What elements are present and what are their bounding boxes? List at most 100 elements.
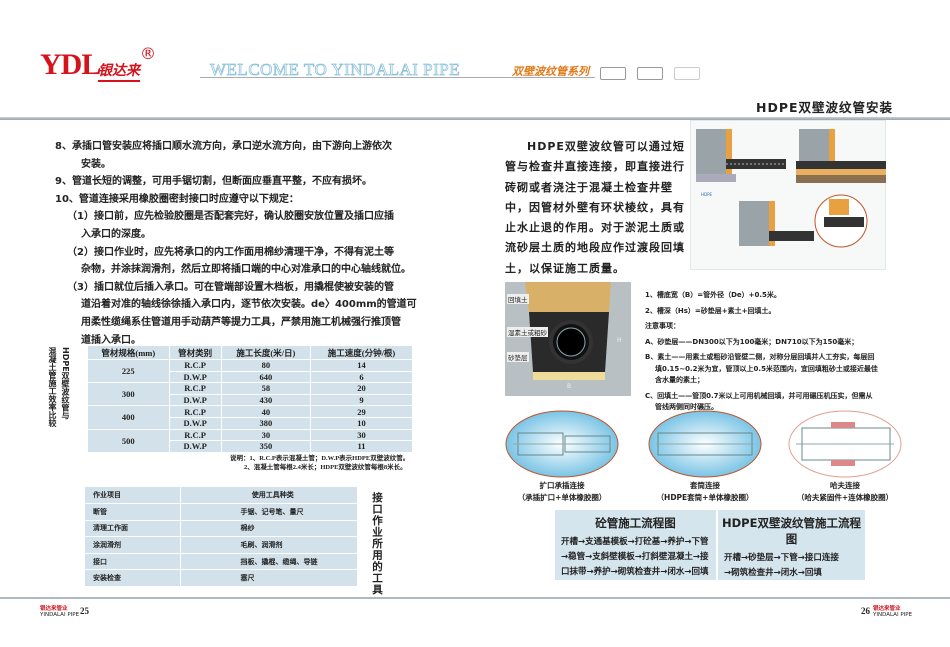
column-header: 使用工具种类 <box>180 487 357 505</box>
table-cell: D.W.P <box>168 370 222 384</box>
joint-name: 套筒连接 <box>690 481 720 490</box>
table-cell: 20 <box>310 382 413 395</box>
efficiency-title-a: HDPE双壁波纹管与 <box>61 347 70 420</box>
logo-chinese: 银达来 <box>98 60 140 82</box>
table-note: 说明：1、R.C.P表示混凝土管；D.W.P表示HDPE双壁波纹管。 <box>230 455 410 462</box>
sleeve-joint-icon <box>648 410 762 478</box>
column-header: 施工速度(分钟/根) <box>310 345 413 360</box>
svg-text:HDPE: HDPE <box>701 192 713 197</box>
page-title: HDPE双壁波纹管安装 <box>756 100 894 115</box>
table-cell: 断管 <box>85 503 181 521</box>
joint-name: 哈夫连接 <box>830 481 860 490</box>
registered-mark: ® <box>140 44 156 63</box>
footer-left: 银达来管业 YINDALAI PIPE 25 <box>40 606 89 618</box>
table-cell: R.C.P <box>168 359 222 372</box>
footer-brand: 银达来管业 <box>40 606 68 612</box>
joint-detail: （HDPE套筒+单体橡胶圈） <box>656 493 754 502</box>
note-line: B、素土——用素土或粗砂沿管壁二侧，对称分层回填并人工夯实，每层回 <box>645 353 875 361</box>
table-cell: 380 <box>220 416 312 430</box>
table-row: 安装检查塞尺 <box>85 569 357 588</box>
trench-label: 砂垫层 <box>507 352 529 362</box>
table-row: 涂润滑剂毛刷、润滑剂 <box>85 536 357 554</box>
step-line: 入承口的深度。 <box>81 228 151 240</box>
logo-ydl: YDL <box>40 48 101 81</box>
table-cell: 350 <box>220 440 312 453</box>
flowchart-line: 口抹带→养护→砌筑检查井→闭水→回填 <box>561 567 709 577</box>
table-header-row: 管材规格(mm) 管材类别 施工长度(米/日) 施工速度(分钟/根) <box>87 345 413 360</box>
step-line: 8、承插口管安装应将插口顺水流方向，承口逆水流方向，由下游向上游依次 <box>55 141 392 152</box>
step-line: 9、管道长短的调整，可用手锯切割，但断面应垂直平整，不应有损坏。 <box>55 176 372 188</box>
flowchart-title: HDPE双壁波纹管施工流程图 <box>722 516 861 546</box>
joint-detail: （承插扩口+单体橡胶圈） <box>517 493 607 502</box>
table-cell: 塞尺 <box>180 569 357 588</box>
header-divider <box>200 77 595 78</box>
table-cell: 接口 <box>85 553 181 571</box>
step-line: 用柔性缆绳系住管道用手动葫芦等提力工具，严禁用施工机械强行推顶管 <box>81 316 401 328</box>
trench-label: H <box>617 337 622 344</box>
header-box <box>674 67 700 80</box>
flowchart-line: 开槽→砂垫层→下管→接口连接 <box>724 553 839 563</box>
flowchart-line: →稳管→支斜壁模板→打斜壁混凝土→接 <box>561 552 709 562</box>
table-cell: 挡板、撬棍、缆绳、导链 <box>180 553 357 571</box>
table-cell: 40 <box>220 405 312 418</box>
concrete-flowchart: 砼管施工流程图 开槽→支通基模板→打砼基→养护→下管 →稳管→支斜壁模板→打斜壁… <box>555 510 716 580</box>
intro-paragraph: HDPE双壁波纹管可以通过短管与检查井直接连接，即直接进行砖砌或者浇注于混凝土检… <box>505 140 685 275</box>
table-cell: 手锯、记号笔、量尺 <box>180 503 357 521</box>
table-cell: 14 <box>310 359 413 372</box>
note-line: 填0.15~0.2米为宜，管顶以上0.5米范围内，宜回填粗砂土或接近最佳 <box>655 364 878 373</box>
note-line: 2、槽深（Hs）=砂垫层+素土+回填土。 <box>645 306 776 315</box>
footer-brand-en: YINDALAI PIPE <box>40 612 80 618</box>
step-line: 道插入承口。 <box>81 334 141 346</box>
table-cell: 640 <box>220 370 312 384</box>
table-note: 2、混凝土管每根2.4米长；HDPE双壁波纹管每根8米长。 <box>244 464 407 471</box>
table-row: 断管手锯、记号笔、量尺 <box>85 503 357 521</box>
table-cell: R.C.P <box>168 405 222 418</box>
step-line: 道沿着对准的轴线徐徐插入承口内，逐节依次安装。de〉400mm的管道可 <box>81 299 417 311</box>
step-line: （1）接口前，应先检验胶圈是否配套完好，确认胶圈安放位置及插口应插 <box>67 211 394 223</box>
table-cell: D.W.P <box>168 440 222 453</box>
step-line: （3）插口就位后插入承口。可在管端部设置木档板，用撬棍使被安装的管 <box>67 281 394 293</box>
hdpe-flowchart: HDPE双壁波纹管施工流程图 开槽→砂垫层→下管→接口连接 →砌筑检查井→闭水→… <box>718 510 865 580</box>
manhole-diagram-icon: HDPE <box>696 129 886 248</box>
step-line: 10、管道连接采用橡胶圈密封接口时应遵守以下规定： <box>55 193 299 205</box>
size-cell: 400 <box>87 405 170 430</box>
table-row: 清理工作面棉纱 <box>85 520 357 538</box>
tools-table: 作业项目使用工具种类 断管手锯、记号笔、量尺清理工作面棉纱涂润滑剂毛刷、润滑剂接… <box>85 487 357 588</box>
footer-brand: 银达来管业 <box>873 606 901 612</box>
table-cell: 棉纱 <box>180 520 357 538</box>
table-cell: 清理工作面 <box>85 520 181 538</box>
size-cell: 500 <box>87 428 170 453</box>
note-line: 1、槽底宽（B）=管外径（De）+0.5米。 <box>645 291 781 299</box>
trench-label: B <box>567 383 572 390</box>
flowchart-title: 砼管施工流程图 <box>595 516 676 530</box>
joint-sleeve: 套筒连接 （HDPE套筒+单体橡胶圈） <box>646 408 764 504</box>
table-cell: 涂润滑剂 <box>85 536 181 554</box>
joint-haff: 哈夫连接 （哈夫紧固件+连体橡胶圈） <box>786 408 904 504</box>
tools-label: 接口作业所用的工具 <box>371 492 383 596</box>
joint-socket: 扩口承插连接 （承插扩口+单体橡胶圈） <box>503 408 621 504</box>
flowchart-line: 开槽→支通基模板→打砼基→养护→下管 <box>561 537 709 547</box>
step-line: 安装。 <box>81 158 111 170</box>
column-header: 管材类别 <box>168 345 222 360</box>
table-cell: 29 <box>310 405 413 418</box>
haff-joint-icon <box>788 410 902 478</box>
footer-brand-en: YINDALAI PIPE <box>873 612 913 618</box>
page-number: 26 <box>861 606 870 616</box>
trench-label: 湿素土或粗砂 <box>507 327 548 337</box>
table-cell: 30 <box>310 428 413 442</box>
note-line: C、回填土——管顶0.7米以上可用机械回填，并可用碾压机压实，但需从 <box>645 391 873 400</box>
table-cell: R.C.P <box>168 428 222 442</box>
trench-diagram-icon <box>505 282 631 396</box>
header-box <box>637 67 663 80</box>
top-divider <box>0 117 950 120</box>
table-cell: 10 <box>310 416 413 430</box>
column-header: 管材规格(mm) <box>87 345 170 360</box>
efficiency-title-b: 混凝土管施工效率比较 <box>48 347 57 427</box>
table-header-row: 作业项目使用工具种类 <box>85 487 357 505</box>
table-cell: D.W.P <box>168 416 222 430</box>
trench-cross-section: 回填土 湿素土或粗砂 砂垫层 B H <box>505 282 631 396</box>
manhole-connection-illustration: HDPE <box>690 120 886 270</box>
installation-steps: 8、承插口管安装应将插口顺水流方向，承口逆水流方向，由下游向上游依次 安装。 9… <box>55 138 420 349</box>
